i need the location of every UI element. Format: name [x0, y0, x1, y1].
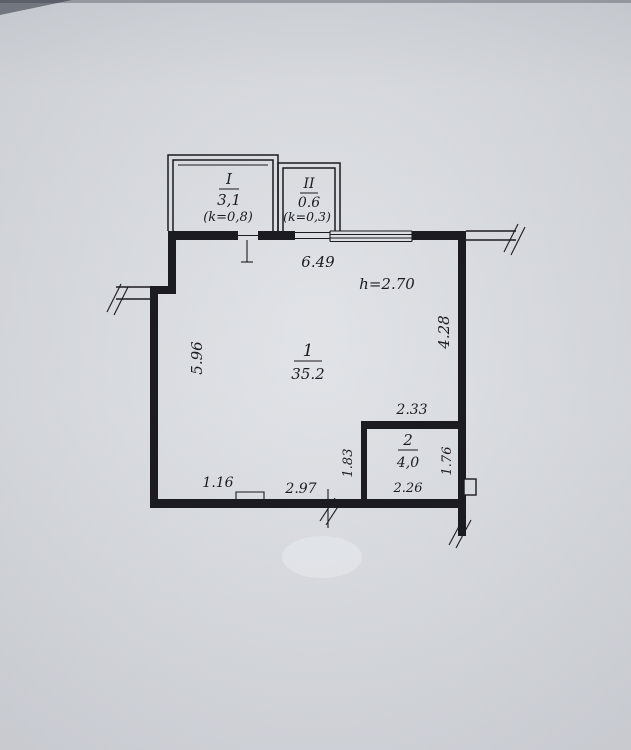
dim-room2-top: 2.33 [395, 402, 427, 418]
dim-ceiling-height: h=2.70 [359, 275, 415, 293]
right-wall-niche [463, 478, 477, 496]
balcony-1-number: I [225, 170, 233, 188]
photo-top-edge [0, 0, 631, 3]
room2-number: 2 [402, 431, 413, 449]
right-wall [458, 231, 466, 536]
dim-top-wall: 6.49 [301, 253, 335, 271]
balcony-1-inner-line [172, 159, 274, 231]
break-slash [510, 226, 526, 256]
photo-corner-shadow [0, 0, 72, 15]
window [329, 230, 413, 243]
break-slash [455, 519, 472, 549]
break-slash [319, 497, 336, 522]
top-wall-segment-b [258, 231, 295, 240]
balcony-1-coef: (k=0,8) [203, 210, 253, 225]
dim-room2-left: 1.83 [341, 449, 356, 478]
section-mark-bottom [319, 489, 342, 528]
break-slash [325, 501, 342, 526]
balcony-1-area: 3,1 [217, 191, 241, 209]
room1-area: 35.2 [291, 365, 324, 383]
dim-right-wall: 4.28 [435, 315, 453, 349]
break-slash [503, 223, 519, 253]
left-wall-upper [168, 231, 176, 292]
balcony-door-tick [241, 240, 253, 263]
dim-bottom-left: 1.16 [202, 475, 233, 491]
balcony-2-number: II [302, 176, 315, 192]
dim-room2-right: 1.76 [440, 447, 455, 476]
break-mark-top-right [503, 223, 526, 256]
break-slash [448, 516, 465, 546]
room1-number: 1 [303, 341, 314, 361]
balcony-2-coef: (k=0,3) [283, 209, 331, 224]
break-mark-left [106, 283, 129, 316]
top-wall-segment-a [168, 231, 238, 240]
stamp-ghost [282, 536, 362, 578]
break-slash [113, 286, 129, 316]
dim-bottom-mid: 2.97 [284, 481, 316, 497]
dim-room2-bottom: 2.26 [393, 481, 423, 496]
left-wall-lower [150, 286, 158, 508]
dim-left-wall: 5.96 [188, 341, 206, 375]
left-wall-jog [150, 286, 176, 294]
break-mark-bottom-right [448, 516, 472, 549]
top-wall-segment-c [412, 231, 466, 240]
room2-left-wall [361, 421, 367, 508]
balcony-2-outline [277, 162, 341, 231]
main-walls [106, 223, 526, 549]
balcony-2-area: 0.6 [298, 195, 320, 211]
break-slash [106, 283, 122, 313]
bottom-wall-notch [235, 491, 265, 499]
room2-walls [361, 421, 477, 508]
balcony-2-outer-line [277, 162, 341, 231]
bottom-wall [150, 499, 466, 508]
room2-top-wall [361, 421, 458, 429]
room2-area: 4,0 [396, 455, 419, 471]
balcony-2-inner-line [282, 167, 336, 231]
